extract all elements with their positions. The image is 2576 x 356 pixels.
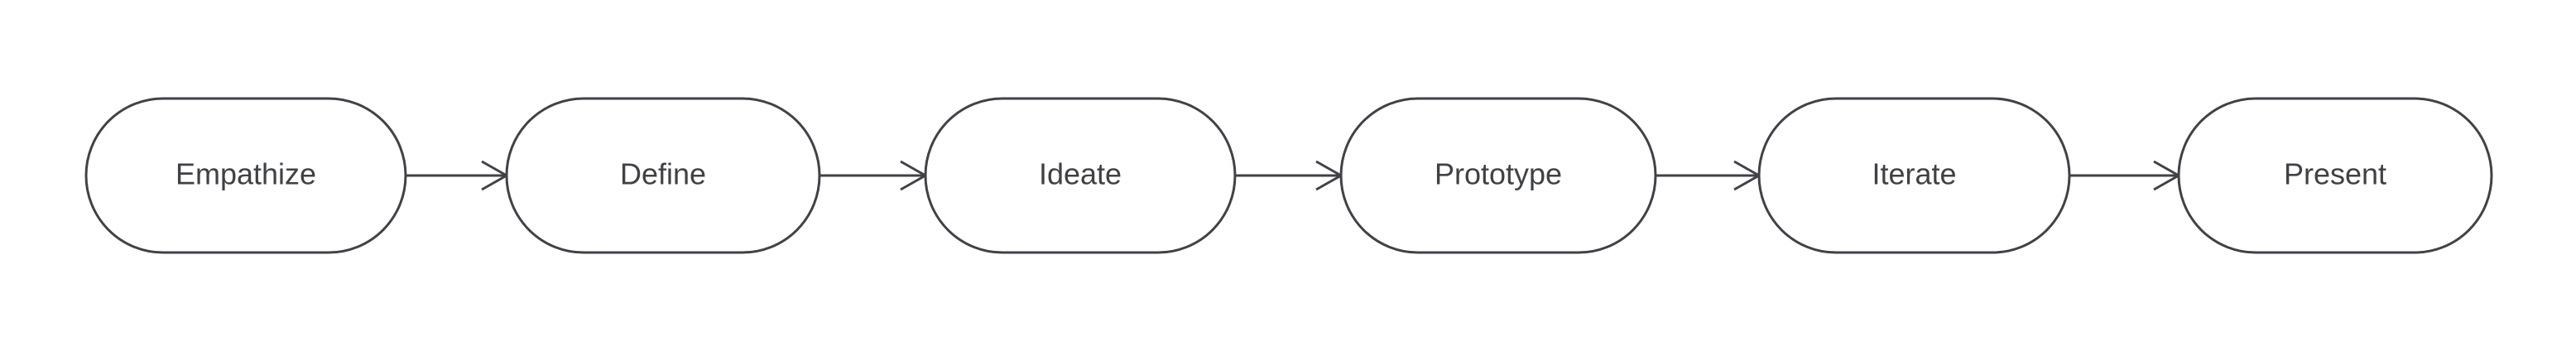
- node-iterate[interactable]: Iterate: [1757, 97, 2071, 254]
- edge-define-to-ideate: [819, 160, 929, 191]
- node-label: Present: [2284, 157, 2386, 191]
- node-shape[interactable]: [84, 97, 407, 254]
- node-ideate[interactable]: Ideate: [924, 97, 1237, 254]
- nodes-layer: Empathize Define Ideate Prototype Iterate Pre…: [84, 97, 2493, 254]
- node-shape[interactable]: [1757, 97, 2071, 254]
- edge-prototype-to-iterate: [1656, 160, 1762, 191]
- node-shape[interactable]: [505, 97, 821, 254]
- node-label: Ideate: [1039, 157, 1122, 191]
- edge-ideate-to-prototype: [1235, 160, 1344, 191]
- node-present[interactable]: Present: [2177, 97, 2493, 254]
- node-shape[interactable]: [1339, 97, 1657, 254]
- node-prototype[interactable]: Prototype: [1339, 97, 1657, 254]
- node-label: Empathize: [175, 157, 316, 191]
- node-shape[interactable]: [2177, 97, 2493, 254]
- node-define[interactable]: Define: [505, 97, 821, 254]
- node-label: Define: [620, 157, 706, 191]
- node-label: Prototype: [1435, 157, 1562, 191]
- edge-empathize-to-define: [406, 160, 510, 191]
- node-shape[interactable]: [924, 97, 1237, 254]
- node-label: Iterate: [1872, 157, 1956, 191]
- edge-iterate-to-present: [2069, 160, 2182, 191]
- node-empathize[interactable]: Empathize: [84, 97, 407, 254]
